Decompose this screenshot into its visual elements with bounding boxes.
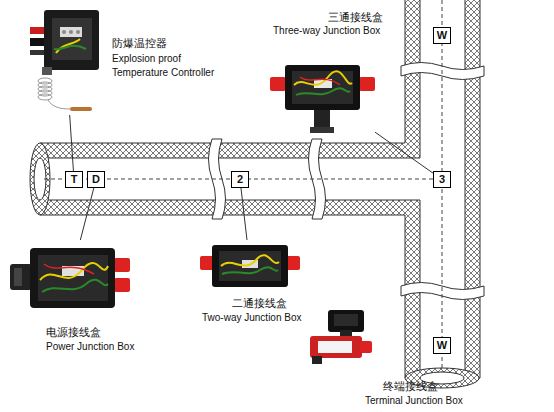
callout-box: D bbox=[87, 171, 105, 188]
drawing-rect bbox=[219, 251, 281, 281]
temperature-controller-illustration bbox=[30, 5, 102, 115]
drawing-rect bbox=[334, 314, 358, 326]
callout-box: W bbox=[433, 337, 451, 354]
two-way-junction-box: 二通接线盒Two-way Junction Box bbox=[200, 240, 300, 292]
drawing-g bbox=[40, 0, 480, 378]
callout-box: T bbox=[65, 171, 83, 188]
callout-letter: 2 bbox=[237, 173, 243, 186]
drawing-line bbox=[40, 158, 420, 159]
drawing-rect bbox=[200, 256, 214, 270]
three-way-junction-box: 三通接线盒Three-way Junction Box bbox=[270, 55, 375, 135]
power-junction-box-illustration bbox=[10, 240, 130, 320]
drawing-rect bbox=[420, 0, 465, 380]
drawing-path bbox=[42, 280, 108, 292]
drawing-rect bbox=[52, 18, 92, 60]
caption-english: Explosion proof Temperature Controller bbox=[112, 52, 234, 80]
drawing-path bbox=[222, 267, 278, 274]
drawing-circle bbox=[62, 30, 66, 34]
leader-line bbox=[80, 188, 93, 240]
drawing-rect bbox=[292, 71, 353, 104]
drawing-line bbox=[480, 0, 481, 378]
drawing-rect bbox=[44, 10, 99, 70]
caption-chinese: 终端接线盒 bbox=[383, 379, 438, 393]
drawing-line bbox=[465, 0, 466, 378]
drawing-rect bbox=[38, 255, 108, 301]
drawing-circle bbox=[69, 30, 73, 34]
drawing-rect bbox=[42, 67, 52, 75]
caption-chinese: 电源接线盒 bbox=[46, 325, 101, 339]
caption-english: Two-way Junction Box bbox=[202, 311, 302, 325]
drawing-ellipse bbox=[38, 94, 52, 100]
drawing-rect bbox=[360, 341, 372, 353]
caption-english: Power Junction Box bbox=[46, 340, 134, 354]
drawing-rect bbox=[30, 248, 115, 308]
temperature-controller: 防爆温控器Explosion proof Temperature Control… bbox=[30, 5, 102, 115]
drawing-path bbox=[54, 46, 86, 49]
drawing-g bbox=[38, 78, 70, 109]
caption-chinese: 二通接线盒 bbox=[232, 296, 287, 310]
drawing-rect bbox=[40, 158, 422, 200]
drawing-rect bbox=[14, 268, 22, 286]
drawing-path bbox=[296, 88, 350, 95]
leader-line bbox=[241, 188, 247, 240]
caption-chinese: 防爆温控器 bbox=[112, 36, 167, 50]
drawing-line bbox=[420, 0, 421, 158]
drawing-rect bbox=[310, 336, 362, 358]
drawing-line bbox=[405, 215, 406, 378]
callout-box: W bbox=[433, 27, 451, 44]
callout-letter: 3 bbox=[439, 173, 445, 186]
drawing-rect bbox=[270, 77, 286, 91]
two-way-junction-box-illustration bbox=[200, 240, 300, 292]
drawing-path bbox=[221, 255, 279, 266]
terminal-junction-box-illustration bbox=[310, 310, 375, 365]
drawing-rect bbox=[114, 258, 130, 272]
callout-box: 3 bbox=[433, 171, 451, 188]
drawing-rect bbox=[310, 127, 334, 133]
leader-line bbox=[70, 115, 74, 171]
callout-letter: D bbox=[92, 173, 100, 186]
drawing-path bbox=[294, 71, 352, 85]
drawing-rect bbox=[328, 310, 364, 332]
drawing-rect bbox=[70, 107, 92, 111]
callout-letter: W bbox=[437, 339, 447, 352]
caption-english: Terminal Junction Box bbox=[365, 394, 463, 408]
drawing-line bbox=[40, 143, 405, 144]
drawing-path bbox=[44, 264, 94, 274]
terminal-junction-box: 终端接线盒Terminal Junction Box bbox=[310, 310, 375, 365]
drawing-rect bbox=[318, 341, 352, 353]
drawing-rect bbox=[10, 264, 32, 290]
drawing-rect bbox=[359, 77, 375, 91]
drawing-path bbox=[40, 263, 108, 280]
drawing-rect bbox=[285, 65, 360, 110]
drawing-rect bbox=[114, 278, 130, 292]
leader-line bbox=[375, 132, 433, 173]
caption-chinese: 三通接线盒 bbox=[328, 10, 383, 24]
callout-letter: T bbox=[71, 173, 78, 186]
callout-box: 2 bbox=[231, 171, 249, 188]
drawing-rect bbox=[60, 27, 82, 37]
drawing-circle bbox=[76, 30, 80, 34]
drawing-path bbox=[48, 100, 70, 109]
three-way-junction-box-illustration bbox=[270, 55, 375, 135]
drawing-rect bbox=[286, 256, 300, 270]
drawing-rect bbox=[212, 245, 288, 287]
power-junction-box: 电源接线盒Power Junction Box bbox=[10, 240, 130, 320]
drawing-line bbox=[40, 200, 420, 201]
callout-letter: W bbox=[437, 29, 447, 42]
drawing-rect bbox=[312, 356, 322, 364]
drawing-path bbox=[300, 77, 340, 85]
caption-english: Three-way Junction Box bbox=[273, 24, 380, 38]
